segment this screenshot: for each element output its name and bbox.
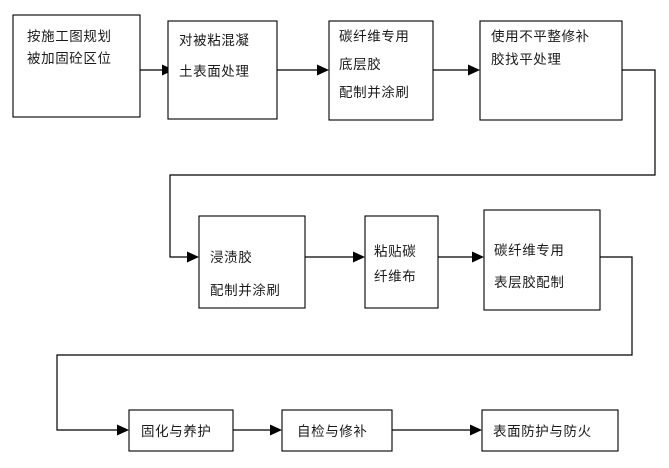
node-label-line: 碳纤维专用 — [339, 29, 410, 45]
node-box[interactable] — [328, 20, 434, 121]
node-n7[interactable]: 碳纤维专用 表层胶配制 — [483, 209, 601, 311]
arrow-head-icon — [470, 424, 482, 436]
node-label-line: 纤维布 — [374, 269, 416, 285]
node-box[interactable] — [481, 409, 619, 452]
edge-layer — [56, 64, 656, 436]
node-n10[interactable]: 表面防护与防火 — [481, 409, 619, 452]
node-label-line: 胶找平处理 — [491, 51, 562, 68]
node-box[interactable] — [167, 20, 278, 120]
edge-n6-n7 — [438, 251, 484, 263]
node-label-line: 碳纤维专用 — [494, 243, 565, 259]
node-label-line: 浸渍胶 — [210, 249, 252, 266]
node-label-line: 配制并涂刷 — [339, 85, 410, 101]
arrow-head-icon — [317, 64, 329, 76]
node-box[interactable] — [12, 14, 141, 118]
node-box[interactable] — [198, 215, 306, 309]
node-label-line: 使用不平整修补 — [491, 28, 590, 45]
node-n1[interactable]: 按施工图规划 被加固砼区位 — [12, 14, 141, 118]
node-n8[interactable]: 固化与养护 — [128, 409, 234, 452]
edge-n5-n6 — [305, 251, 365, 263]
node-label-line: 底层胶 — [339, 56, 381, 73]
edge-n9-n10 — [392, 424, 482, 436]
arrow-head-icon — [353, 251, 365, 263]
arrow-head-icon — [472, 251, 484, 263]
node-n4[interactable]: 使用不平整修补 胶找平处理 — [479, 20, 623, 121]
node-box[interactable] — [364, 215, 439, 309]
node-label-line: 土表面处理 — [179, 64, 250, 80]
node-n9[interactable]: 自检与修补 — [281, 409, 393, 452]
edge-n4-n5 — [169, 69, 656, 263]
node-n3[interactable]: 碳纤维专用 底层胶 配制并涂刷 — [328, 20, 434, 121]
node-label-line: 对被粘混凝 — [179, 33, 250, 49]
arrow-head-icon — [270, 424, 282, 436]
edge-n7-n8 — [56, 256, 633, 436]
edge-line — [169, 69, 656, 258]
edge-n8-n9 — [233, 424, 282, 436]
edge-n3-n4 — [433, 64, 480, 76]
node-layer: 按施工图规划 被加固砼区位 对被粘混凝 土表面处理 碳纤维专用 底层胶 配制并涂… — [12, 14, 623, 452]
node-label-line: 配制并涂刷 — [210, 283, 281, 299]
node-label-line: 表面防护与防火 — [493, 424, 592, 440]
edge-n2-n3 — [277, 64, 329, 76]
node-label-line: 固化与养护 — [141, 424, 212, 440]
node-n5[interactable]: 浸渍胶 配制并涂刷 — [198, 215, 306, 309]
arrow-head-icon — [468, 64, 480, 76]
node-box[interactable] — [128, 409, 234, 452]
node-box[interactable] — [483, 209, 601, 311]
node-n2[interactable]: 对被粘混凝 土表面处理 — [167, 20, 278, 120]
edge-line — [56, 256, 633, 431]
node-label-line: 被加固砼区位 — [27, 51, 112, 67]
arrow-head-icon — [187, 251, 199, 263]
node-label-line: 表层胶配制 — [494, 274, 565, 291]
node-box[interactable] — [281, 409, 393, 452]
node-label-line: 粘贴碳 — [374, 244, 416, 260]
arrow-head-icon — [117, 424, 129, 436]
node-n6[interactable]: 粘贴碳 纤维布 — [364, 215, 439, 309]
node-label-line: 自检与修补 — [297, 424, 368, 440]
node-label-line: 按施工图规划 — [27, 29, 112, 45]
node-box[interactable] — [479, 20, 623, 121]
